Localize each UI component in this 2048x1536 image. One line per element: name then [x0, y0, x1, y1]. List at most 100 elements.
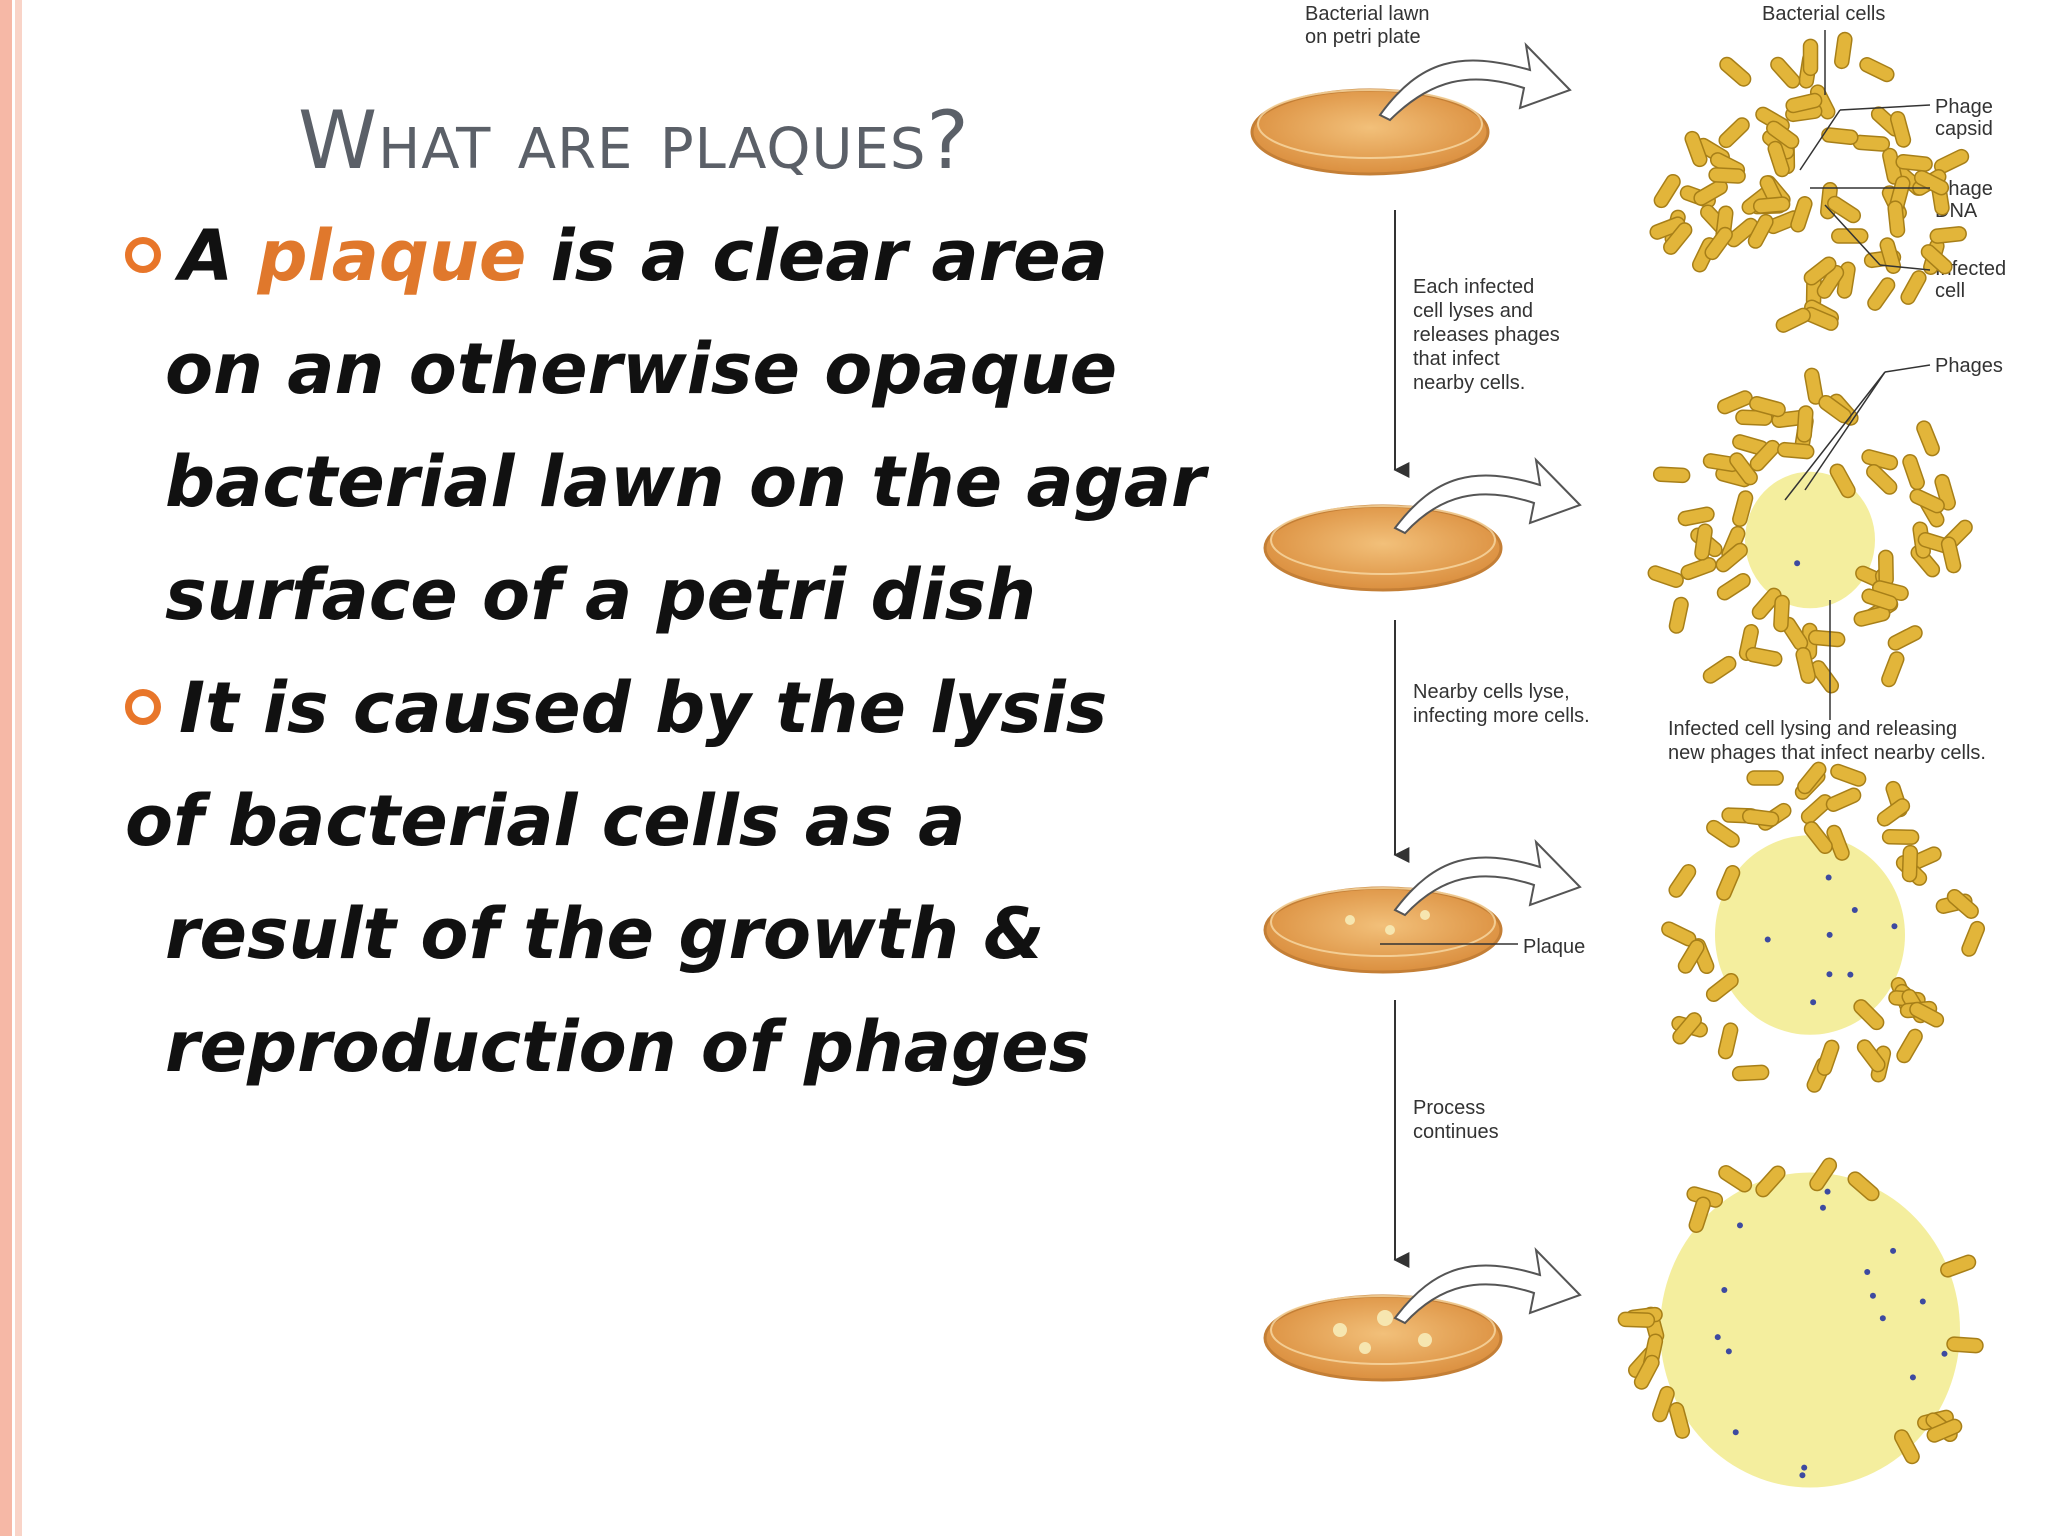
bacterial-cell	[1717, 390, 1753, 415]
bacterial-cell	[1688, 1196, 1711, 1233]
bacterial-cell	[1705, 972, 1739, 1002]
bacterial-cell	[1668, 864, 1697, 898]
phage-particle	[1941, 1350, 1948, 1357]
bacterial-cell	[1755, 1165, 1786, 1198]
bacterial-cell	[1821, 127, 1859, 146]
petri-dish-3	[1263, 886, 1518, 974]
bacterial-cell	[1745, 646, 1783, 667]
phage-particle	[1851, 907, 1858, 914]
bacterial-cell	[1831, 228, 1869, 244]
label-lawn-top: Bacterial lawn	[1305, 3, 1430, 25]
phage-particle	[1801, 1464, 1808, 1471]
bacterial-cell	[1887, 625, 1923, 651]
bacterial-cell	[1818, 394, 1852, 424]
phage-particle	[1721, 1287, 1728, 1294]
label-step1-3: releases phages	[1413, 324, 1560, 346]
bacterial-cell	[1777, 441, 1815, 460]
bacterial-cell	[1895, 154, 1933, 172]
bacterial-cell	[1934, 473, 1956, 511]
bacterial-cell	[1825, 787, 1862, 812]
bullet-marker-icon	[125, 236, 161, 273]
bullet-2-line-2: of bacterial cells as a	[125, 780, 966, 862]
bacterial-cell	[1808, 629, 1846, 648]
bacterial-cell	[1680, 557, 1717, 581]
bullet-1-line-4: surface of a petri dish	[165, 554, 1037, 636]
bacterial-cell	[1909, 1001, 1945, 1028]
bacterial-cell	[1694, 523, 1713, 561]
bacterial-cell	[1785, 92, 1823, 114]
bacterial-cell	[1716, 572, 1751, 601]
bacterial-cell	[1749, 439, 1781, 472]
bacterial-cell	[1946, 1336, 1984, 1354]
bullet-text: is a clear area	[526, 215, 1108, 297]
bacterial-cell	[1853, 999, 1885, 1031]
bacterial-cell	[1718, 1165, 1753, 1193]
bacterial-cell	[1913, 169, 1950, 196]
bacterial-cell	[1766, 120, 1800, 150]
bacterial-cell	[1800, 794, 1833, 825]
bacterial-cell	[1684, 130, 1708, 168]
phage-particle	[1909, 1374, 1916, 1381]
bacterial-cell	[1693, 179, 1728, 206]
bacterial-cell	[1889, 110, 1912, 148]
label-phages: Phages	[1935, 355, 2003, 377]
bacterial-cell	[1732, 490, 1754, 528]
bacterial-cell	[1672, 1012, 1702, 1045]
bacterial-cell	[1617, 1311, 1656, 1328]
bullet-1-line-1: A plaque is a clear area	[125, 200, 1175, 313]
bacterial-cell	[1747, 213, 1774, 249]
phage-particle	[1810, 999, 1817, 1006]
cell-panel-4	[1617, 1157, 1984, 1488]
cleared-zone	[1715, 835, 1905, 1035]
phage-particle	[1725, 1348, 1732, 1355]
bacterial-cell	[1933, 148, 1970, 175]
bacterial-cell	[1668, 596, 1689, 634]
bacterial-cell	[1717, 1022, 1739, 1060]
bacterial-cell	[1704, 226, 1733, 261]
bacterial-cell	[1718, 117, 1750, 149]
bacterial-cell	[1741, 808, 1780, 827]
bacterial-cell	[1879, 237, 1902, 274]
bacterial-cell	[1706, 819, 1740, 848]
bacterial-cell	[1856, 1039, 1886, 1073]
label-phage-capsid-1: Phage	[1935, 96, 1993, 118]
phage-particle	[1732, 1429, 1739, 1436]
phage-particle	[1819, 1204, 1826, 1211]
cell-panel-1	[1649, 31, 1970, 333]
bacterial-cell	[1946, 889, 1979, 919]
bacterial-cell	[1804, 367, 1824, 405]
bacterial-cell	[1746, 770, 1784, 786]
bullet-2-line-3: result of the growth &	[165, 893, 1045, 975]
slide-left-border	[0, 0, 22, 1536]
bacterial-cell	[1770, 56, 1801, 89]
cleared-zone	[1660, 1172, 1960, 1488]
bullet-1-line-3: bacterial lawn on the agar	[165, 441, 1206, 523]
bacterial-cell	[1649, 216, 1686, 240]
bacterial-cell	[1751, 587, 1782, 620]
bacterial-cell	[1896, 1028, 1923, 1064]
bacterial-cell	[1894, 1429, 1920, 1465]
petri-dish-1	[1250, 88, 1490, 176]
bacterial-cell	[1677, 506, 1715, 527]
bacterial-cell	[1653, 173, 1681, 209]
bacterial-cell	[1866, 463, 1898, 495]
bacterial-cell	[1719, 56, 1752, 87]
label-step2-2: infecting more cells.	[1413, 705, 1590, 727]
bacterial-cell	[1795, 646, 1816, 684]
bullet-2-line-4: reproduction of phages	[165, 1006, 1091, 1088]
bacterial-cell	[1909, 488, 1945, 514]
bacterial-cell	[1834, 31, 1853, 70]
bacterial-cell	[1749, 396, 1786, 418]
bacterial-cell	[1816, 264, 1845, 299]
bacterial-cell	[1647, 565, 1684, 588]
bacterial-cell	[1802, 38, 1819, 77]
bullet-text: A	[179, 215, 258, 297]
bacterial-cell	[1876, 798, 1911, 827]
bacterial-cell	[1715, 542, 1748, 573]
slide-title: What are plaques?	[298, 93, 970, 187]
bacterial-cell	[1803, 256, 1837, 286]
bacterial-cell	[1847, 1171, 1880, 1202]
phage-particle	[1891, 923, 1898, 930]
bullet-list: A plaque is a clear area on an otherwise…	[125, 200, 1206, 1104]
bacterial-cell	[1716, 865, 1741, 901]
